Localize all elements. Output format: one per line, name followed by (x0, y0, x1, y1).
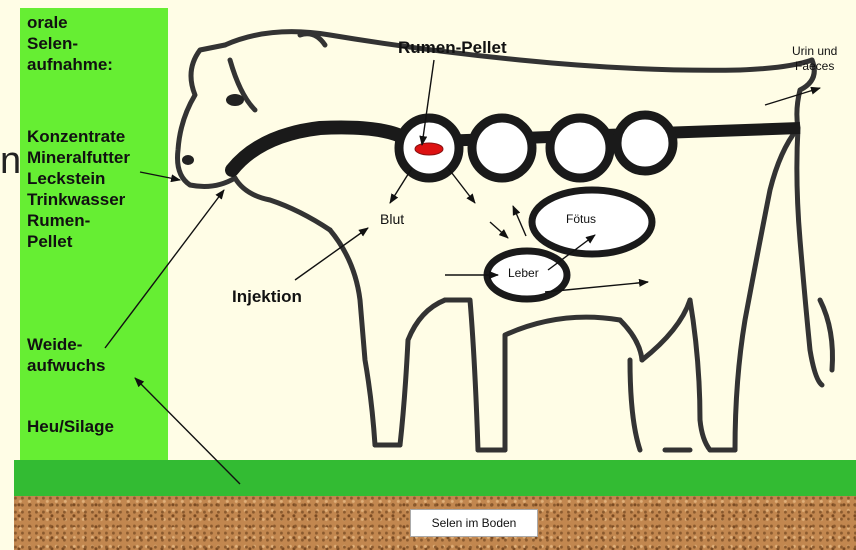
flow-arrows (105, 60, 820, 484)
to-blood-arrow (390, 168, 412, 203)
blood-label: Blut (380, 211, 404, 227)
urine-feces-line: Faeces (792, 59, 837, 74)
liver-label: Leber (508, 266, 539, 280)
cow-nostril (182, 155, 194, 165)
esophagus (232, 127, 405, 170)
blood-to-liver-arrow (490, 222, 508, 238)
soil-to-pasture-arrow (135, 378, 240, 484)
to-organs-arrow (448, 168, 475, 203)
pasture-to-mouth-arrow (105, 190, 224, 348)
fetus-label: Fötus (566, 212, 596, 226)
stomach-ring (472, 118, 532, 178)
excretion-arrow (765, 88, 820, 105)
cow-eye (226, 94, 244, 106)
rumen-pellet-marker (415, 143, 443, 155)
injection-label: Injektion (232, 287, 302, 307)
cow-outline (178, 32, 833, 450)
intake-to-mouth-arrow (140, 172, 180, 180)
urine-feces-line: Urin und (792, 44, 837, 59)
stomach-ring (550, 118, 610, 178)
rumen-pellet-label: Rumen-Pellet (398, 38, 507, 58)
liver-to-blood-arrow (513, 206, 526, 236)
stomach-ring (617, 115, 673, 171)
urine-feces-label: Urin und Faeces (792, 44, 837, 74)
